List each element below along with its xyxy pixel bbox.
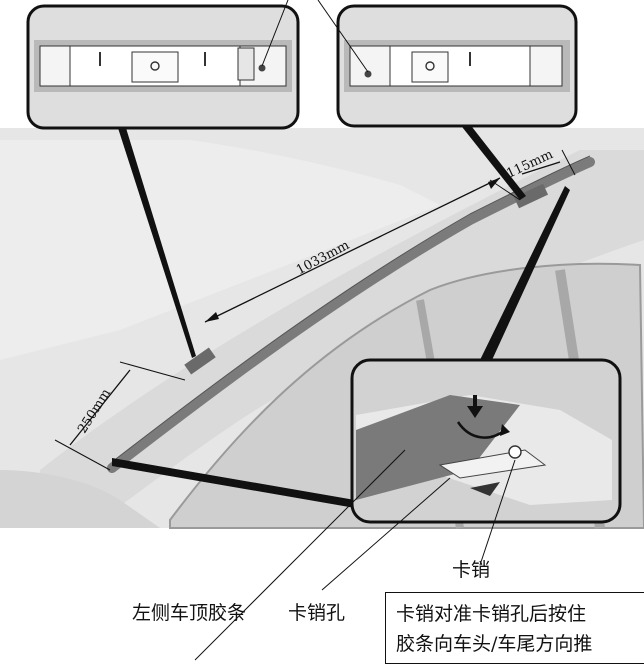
top-left-detail-inset	[26, 4, 300, 130]
instruction-line-2: 胶条向车头/车尾方向推	[396, 633, 593, 655]
dimension-extension	[54, 439, 111, 471]
dimension-line-1033	[204, 177, 501, 323]
leader-pin	[479, 459, 516, 566]
pin-point-left	[258, 64, 266, 72]
arrowhead	[205, 312, 219, 322]
instruction-line-1: 卡销对准卡销孔后按住	[396, 603, 587, 625]
dimension-line-250	[69, 369, 131, 446]
label-pin-hole: 卡销孔	[288, 602, 346, 624]
clip-marker-right	[513, 183, 549, 209]
bottom-right-detail-inset	[350, 358, 622, 524]
top-right-detail-inset	[336, 4, 578, 128]
pointer-bottom-strip	[112, 458, 355, 508]
leader-pin-hole	[321, 477, 451, 591]
roof-rubber-strip	[107, 157, 595, 473]
label-roof-strip: 左侧车顶胶条	[132, 602, 247, 624]
dimension-extension	[119, 361, 186, 381]
dimension-line-115	[521, 161, 561, 175]
label-pin: 卡销	[452, 559, 491, 581]
arrowhead	[488, 178, 500, 189]
instruction-note-box: 卡销对准卡销孔后按住 胶条向车头/车尾方向推	[385, 592, 644, 664]
pointer-bottom-inset	[480, 186, 570, 360]
pointer-right-inset	[455, 118, 526, 200]
pointer-left-inset	[118, 128, 196, 358]
roof-rubber-strip-edge	[111, 155, 591, 463]
pin-point-right	[364, 70, 372, 78]
callout-line	[261, 0, 289, 67]
leader-roof-strip	[194, 449, 406, 661]
dimension-extension	[489, 179, 521, 201]
callout-line	[317, 0, 369, 73]
clip-marker-left	[184, 347, 216, 375]
roof-surface	[40, 150, 644, 520]
dimension-extension	[561, 149, 576, 176]
windshield-area	[0, 140, 440, 360]
lower-body	[0, 470, 160, 528]
